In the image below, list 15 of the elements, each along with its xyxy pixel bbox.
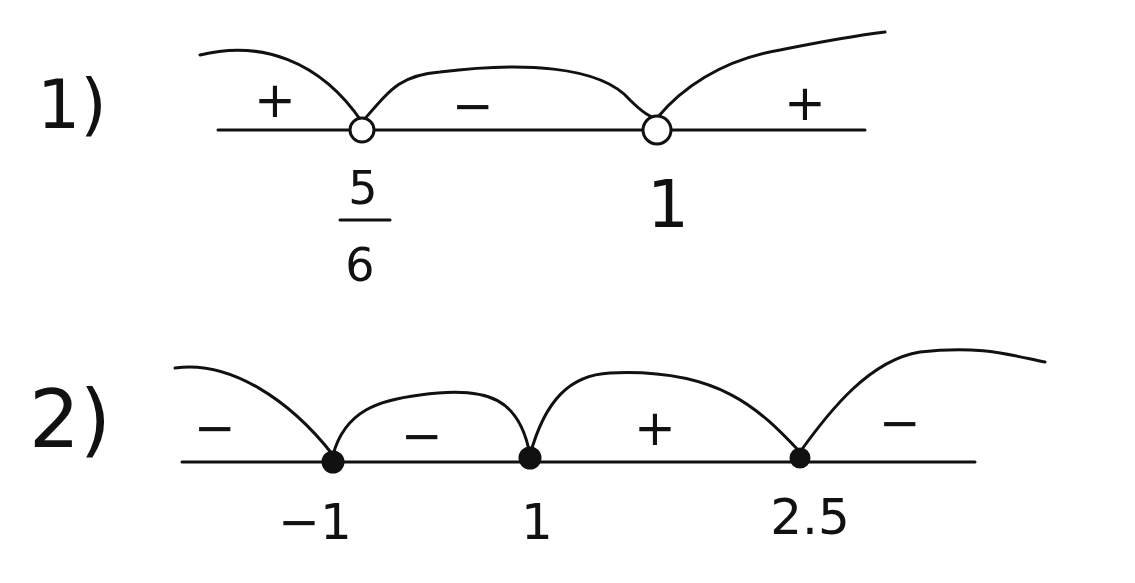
sign-label: + [254,75,296,125]
sign-label: + [634,403,676,453]
sign-label: − [879,398,921,448]
case-number: 2) [28,380,112,460]
number-label: 1 [647,172,689,238]
fraction-denominator: 6 [345,242,375,288]
number-label: 1 [521,497,553,547]
sign-label: − [194,403,236,453]
case-number: 1) [37,71,107,139]
number-label: 2.5 [770,492,850,542]
sign-label: + [784,78,826,128]
fraction-numerator: 5 [348,165,378,211]
number-label: −1 [278,497,352,547]
sign-label: − [452,81,494,131]
sign-label: − [401,411,443,461]
